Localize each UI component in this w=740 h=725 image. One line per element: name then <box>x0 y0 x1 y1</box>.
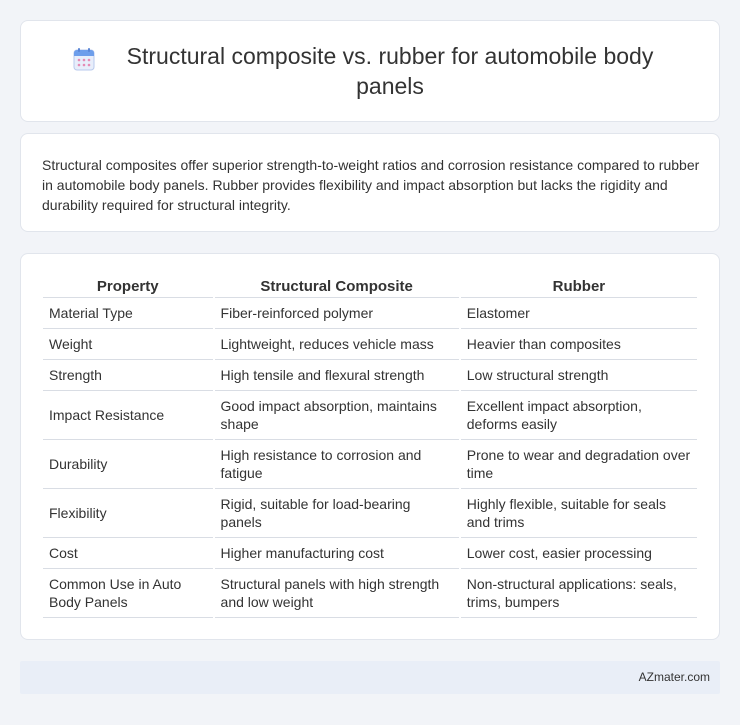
table-row: Impact Resistance Good impact absorption… <box>43 391 697 440</box>
cell-property: Flexibility <box>43 489 213 538</box>
footer-site-link[interactable]: AZmater.com <box>638 670 710 684</box>
header-structural-composite: Structural Composite <box>214 276 459 298</box>
cell-composite: Higher manufacturing cost <box>214 538 459 569</box>
page-title: Structural composite vs. rubber for auto… <box>126 43 654 99</box>
table-row: Flexibility Rigid, suitable for load-bea… <box>43 489 697 538</box>
cell-composite: High resistance to corrosion and fatigue <box>214 440 459 489</box>
header-property: Property <box>43 276 213 298</box>
table-row: Cost Higher manufacturing cost Lower cos… <box>43 538 697 569</box>
cell-property: Weight <box>43 329 213 360</box>
table-row: Weight Lightweight, reduces vehicle mass… <box>43 329 697 360</box>
table-row: Material Type Fiber-reinforced polymer E… <box>43 298 697 329</box>
header-rubber: Rubber <box>460 276 697 298</box>
cell-rubber: Lower cost, easier processing <box>460 538 697 569</box>
intro-paragraph: Structural composites offer superior str… <box>42 157 700 213</box>
cell-composite: High tensile and flexural strength <box>214 360 459 391</box>
cell-rubber: Highly flexible, suitable for seals and … <box>460 489 697 538</box>
intro-card: Structural composites offer superior str… <box>20 133 720 232</box>
cell-composite: Fiber-reinforced polymer <box>214 298 459 329</box>
calendar-icon <box>73 48 95 71</box>
cell-property: Material Type <box>43 298 213 329</box>
footer: AZmater.com <box>20 661 720 694</box>
title-card: Structural composite vs. rubber for auto… <box>20 20 720 122</box>
comparison-card: Property Structural Composite Rubber Mat… <box>20 253 720 640</box>
table-row: Durability High resistance to corrosion … <box>43 440 697 489</box>
cell-composite: Good impact absorption, maintains shape <box>214 391 459 440</box>
cell-composite: Structural panels with high strength and… <box>214 569 459 618</box>
table-row: Common Use in Auto Body Panels Structura… <box>43 569 697 618</box>
table-header-row: Property Structural Composite Rubber <box>43 276 697 298</box>
cell-composite: Rigid, suitable for load-bearing panels <box>214 489 459 538</box>
cell-property: Common Use in Auto Body Panels <box>43 569 213 618</box>
cell-rubber: Prone to wear and degradation over time <box>460 440 697 489</box>
cell-property: Strength <box>43 360 213 391</box>
cell-property: Cost <box>43 538 213 569</box>
cell-rubber: Low structural strength <box>460 360 697 391</box>
cell-rubber: Excellent impact absorption, deforms eas… <box>460 391 697 440</box>
cell-property: Impact Resistance <box>43 391 213 440</box>
comparison-table: Property Structural Composite Rubber Mat… <box>41 276 699 618</box>
cell-property: Durability <box>43 440 213 489</box>
cell-rubber: Heavier than composites <box>460 329 697 360</box>
cell-rubber: Elastomer <box>460 298 697 329</box>
table-row: Strength High tensile and flexural stren… <box>43 360 697 391</box>
cell-composite: Lightweight, reduces vehicle mass <box>214 329 459 360</box>
cell-rubber: Non-structural applications: seals, trim… <box>460 569 697 618</box>
